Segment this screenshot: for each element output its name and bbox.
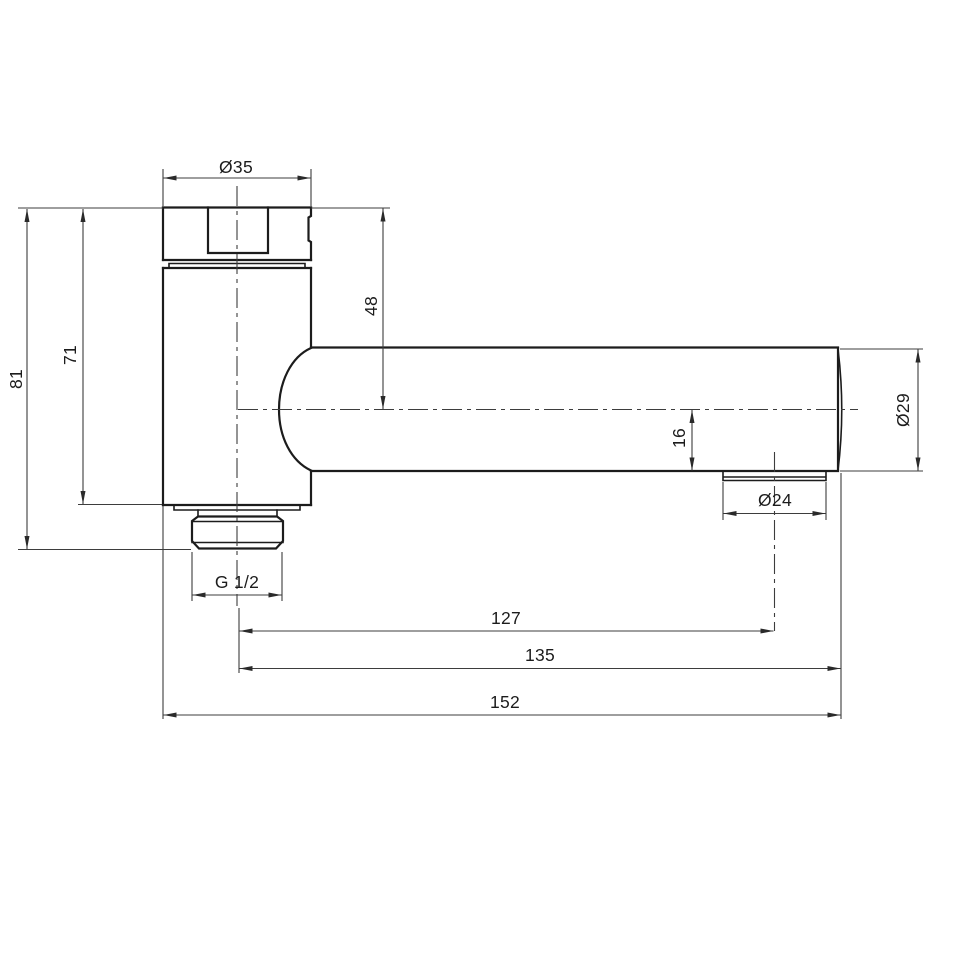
dim-label-head-diameter: Ø35 — [219, 157, 253, 177]
centerlines — [236, 186, 858, 631]
valve-head-right-edge — [307, 206, 313, 262]
outlet-ring — [722, 470, 827, 482]
dim-label-inlet-thread: G 1/2 — [215, 572, 259, 592]
dim-label-body-height: 71 — [60, 345, 80, 365]
dimension-lines — [24, 175, 921, 718]
dim-label-spout-diameter: Ø29 — [893, 393, 913, 427]
dim-label-axis-to-spout-end: 135 — [525, 645, 555, 665]
dim-label-outlet-diameter: Ø24 — [758, 490, 792, 510]
dim-label-head-to-axis: 48 — [361, 296, 381, 316]
faucet-body-outline — [161, 206, 843, 550]
dim-label-axis-to-outlet-center: 127 — [491, 608, 521, 628]
dim-label-axis-to-outlet-face: 16 — [669, 428, 689, 448]
dimension-labels: Ø35 48 81 71 G 1/2 Ø24 16 Ø29 127 135 15… — [6, 157, 913, 712]
extension-lines — [18, 169, 923, 719]
valve-head-screw-notch — [206, 206, 270, 255]
thread-block-outline — [190, 515, 285, 550]
dim-label-overall-length: 152 — [490, 692, 520, 712]
dim-label-overall-height: 81 — [6, 369, 26, 389]
